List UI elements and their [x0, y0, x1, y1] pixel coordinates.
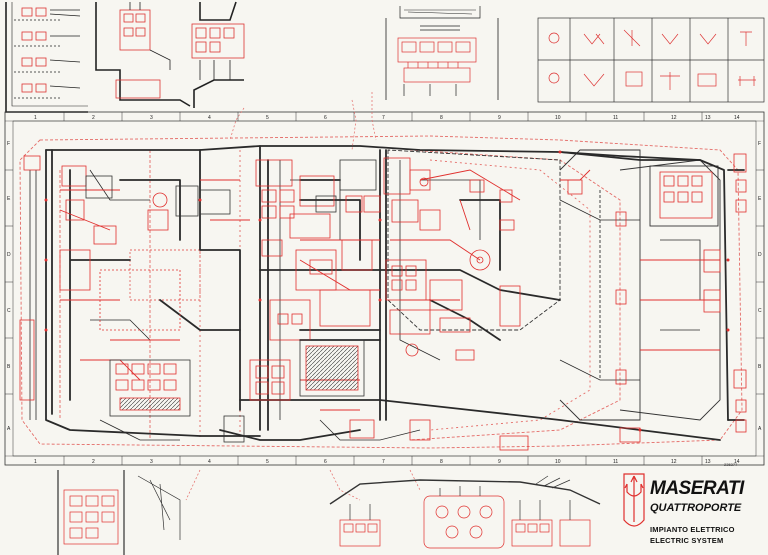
grid-col-label: 14: [734, 115, 740, 121]
grid-row-label: C: [758, 308, 762, 314]
dashboard-components: [383, 157, 521, 361]
connector-detail-inset-b: [95, 2, 191, 107]
grid-col-label: 1: [34, 115, 37, 121]
grid-col-label: 4: [208, 115, 211, 121]
grid-col-label: 3: [150, 459, 153, 465]
thin-wiring: [29, 160, 701, 441]
grid-col-label: 7: [382, 115, 385, 121]
grid-col-label: 6: [324, 115, 327, 121]
grid-col-label: 8: [440, 115, 443, 121]
rear-components: [349, 153, 747, 451]
grid-col-label: 4: [208, 459, 211, 465]
grid-col-label: 11: [613, 459, 618, 465]
grid-row-label: D: [7, 252, 11, 258]
central-junction-components: [249, 159, 381, 401]
grid-row-label: D: [758, 252, 762, 258]
battery-and-fuse-module: [109, 359, 245, 443]
leader-arrows: [185, 92, 421, 501]
engine-bay-components: [19, 155, 231, 401]
connector-detail-inset-c: [191, 1, 245, 108]
grid-row-label: E: [758, 196, 762, 202]
grid-col-label: 5: [266, 115, 269, 121]
grid-row-labels-right: F E D C B A: [758, 141, 762, 432]
grid-col-label: 2: [92, 459, 95, 465]
grid-row-label: A: [7, 426, 11, 432]
connector-detail-inset-a: [5, 2, 88, 113]
grid-col-label: 6: [324, 459, 327, 465]
grid-column-labels-bottom: 1 2 3 4 5 6 7 8 9 10 11 12 13 14: [34, 459, 740, 465]
grid-row-label: E: [7, 196, 11, 202]
fuse-box-inset: [385, 6, 499, 100]
brand-name: MASERATI: [650, 478, 744, 499]
main-wiring-harness: [45, 145, 745, 441]
grid-row-label: F: [758, 141, 761, 147]
grid-row-label: B: [758, 364, 762, 370]
main-grid-frame: [4, 111, 765, 466]
cabin-outline: [387, 149, 721, 421]
grid-col-label: 13: [705, 459, 711, 465]
grid-col-label: 5: [266, 459, 269, 465]
subtitle-italian: IMPIANTO ELETTRICO: [650, 525, 735, 534]
grid-row-label: B: [7, 364, 11, 370]
grid-col-label: 12: [671, 115, 677, 121]
grid-col-label: 1: [34, 459, 37, 465]
grid-column-labels-top: 1 2 3 4 5 6 7 8 9 10 11 12 13 14: [34, 115, 740, 121]
grid-col-label: 10: [555, 115, 561, 121]
grid-row-label: F: [7, 141, 10, 147]
grid-row-labels-left: F E D C B A: [7, 141, 11, 432]
connector-markers: [44, 150, 730, 432]
drawing-number: 235377: [724, 462, 738, 467]
grid-col-label: 12: [671, 459, 677, 465]
grid-row-label: C: [7, 308, 11, 314]
grid-col-label: 11: [613, 115, 618, 121]
grid-col-label: 8: [440, 459, 443, 465]
grid-col-label: 7: [382, 459, 385, 465]
grid-row-label: A: [758, 426, 762, 432]
bottom-instrument-inset: [329, 475, 601, 549]
grid-col-label: 9: [498, 115, 501, 121]
grid-col-label: 9: [498, 459, 501, 465]
subtitle-english: ELECTRIC SYSTEM: [650, 536, 724, 545]
grid-col-label: 13: [705, 115, 711, 121]
model-name: QUATTROPORTE: [650, 502, 742, 514]
bottom-connector-inset: [57, 470, 181, 555]
grid-col-label: 10: [555, 459, 561, 465]
grid-col-label: 3: [150, 115, 153, 121]
grid-col-label: 2: [92, 115, 95, 121]
symbol-legend-table: [537, 17, 765, 103]
maserati-trident-logo: [623, 473, 645, 527]
grid-col-label: 14: [734, 459, 740, 465]
